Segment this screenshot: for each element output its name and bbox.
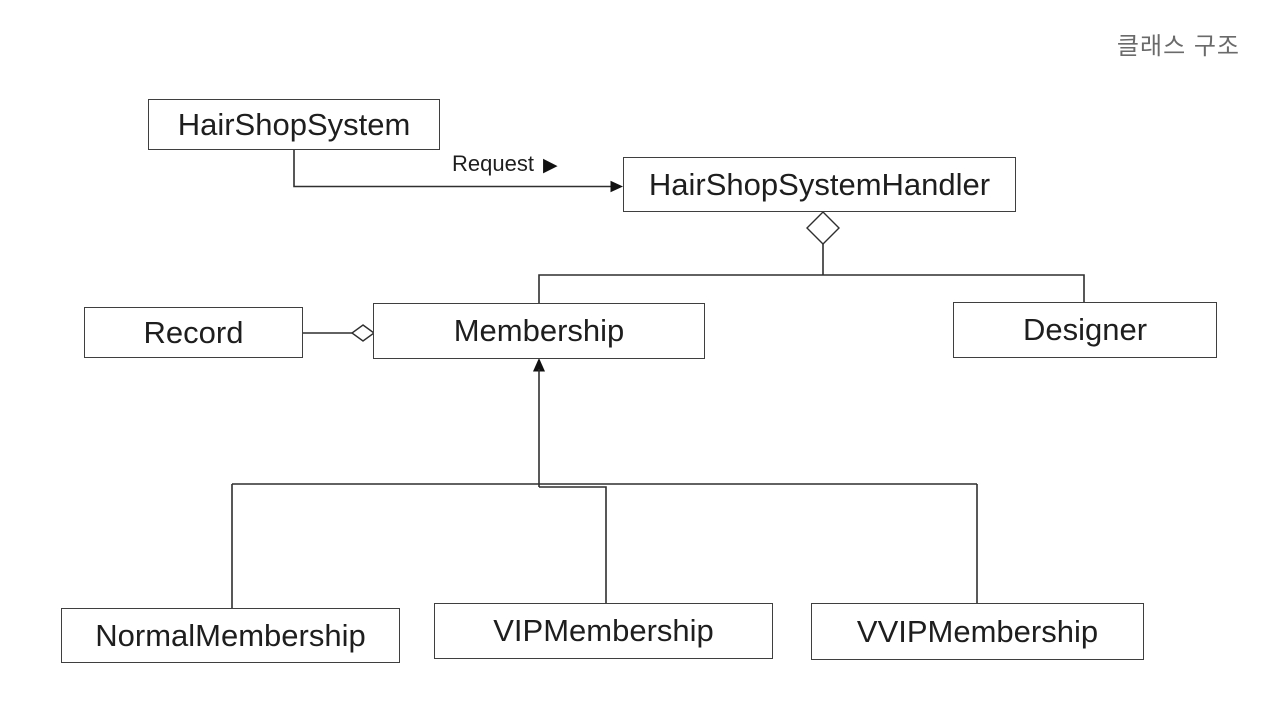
handler-aggregation-diamond-icon — [806, 211, 840, 245]
right-triangle-icon: ▶ — [542, 154, 558, 176]
inheritance-arrowhead-icon — [533, 358, 545, 372]
class-box-designer: Designer — [953, 302, 1217, 358]
class-box-hairshopsystemhandler: HairShopSystemHandler — [623, 157, 1016, 212]
request-connector-line — [293, 150, 612, 188]
class-box-vipmembership: VIPMembership — [434, 603, 773, 659]
request-edge-label: Request ▶ — [452, 151, 558, 177]
class-box-normalmembership: NormalMembership — [61, 608, 400, 663]
handler-branch-line — [538, 274, 1085, 303]
class-box-hairshopsystem: HairShopSystem — [148, 99, 440, 150]
class-box-vvipmembership: VVIPMembership — [811, 603, 1144, 660]
membership-aggregation-diamond-icon — [350, 324, 376, 342]
request-edge-label-text: Request — [452, 151, 534, 176]
class-box-record: Record — [84, 307, 303, 358]
vip-membership-connector-line — [539, 486, 607, 603]
class-box-membership: Membership — [373, 303, 705, 359]
slide-title: 클래스 구조 — [1116, 33, 1240, 60]
request-arrowhead-icon — [610, 180, 623, 193]
